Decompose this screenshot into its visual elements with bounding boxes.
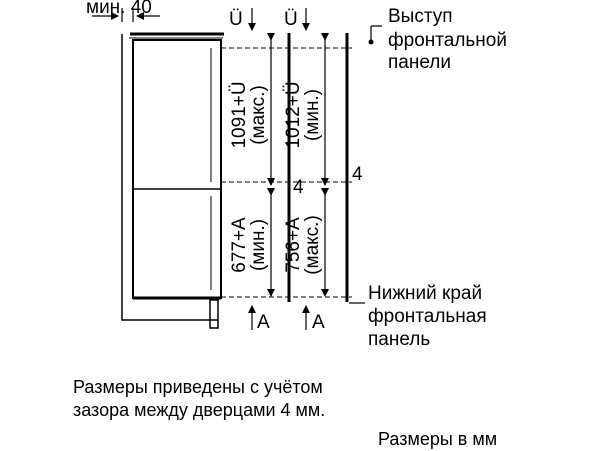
gap-right-label: 4: [352, 164, 363, 185]
top-callout-line1: Выступ: [388, 6, 453, 27]
u-left-label: Ü: [229, 9, 243, 30]
fridge-body: [132, 39, 222, 299]
a-right-label: A: [312, 312, 325, 333]
dim-1091-label: 1091+Ü: [229, 81, 250, 148]
top-callout-line2: фронтальной: [388, 30, 507, 51]
dim-1091-qualifier: (макс.): [248, 85, 269, 145]
niche-outline: [121, 34, 218, 321]
top-callout-line3: панели: [388, 52, 451, 73]
bottom-callout-line1: Нижний край: [368, 283, 483, 304]
dim-756-qualifier: (макс.): [302, 215, 323, 275]
bottom-callout-line3: панель: [368, 329, 431, 350]
dim-677-qualifier: (мин.): [248, 219, 269, 271]
dim-1012-qualifier: (мин.): [302, 89, 323, 141]
dim-756-label: 756+A: [283, 217, 304, 273]
note-line2: зазора между дверцами 4 мм.: [73, 400, 326, 420]
bottom-callout-line2: фронтальная: [368, 306, 487, 327]
min-gap-label: мин. 40: [86, 0, 152, 18]
dim-1012-label: 1012+Ü: [283, 81, 304, 148]
u-right-label: Ü: [284, 9, 298, 30]
dim-677-label: 677+A: [229, 217, 250, 273]
gap-mid-label: 4: [293, 177, 304, 198]
units-note: Размеры в мм: [378, 429, 498, 449]
a-left-label: A: [257, 312, 270, 333]
note-line1: Размеры приведены с учётом: [73, 377, 323, 397]
